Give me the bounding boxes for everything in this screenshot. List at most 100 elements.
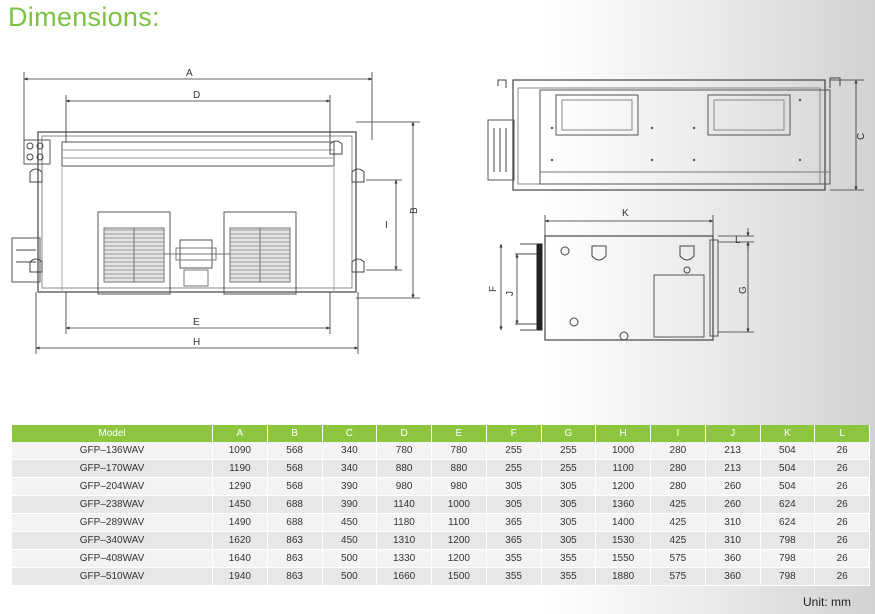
dimension-cell: 425 [650, 495, 706, 514]
dimension-cell: 26 [814, 477, 870, 496]
dimension-cell: 504 [760, 477, 816, 496]
dim-label-f: F [488, 286, 499, 292]
dimension-cell: 1360 [595, 495, 651, 514]
dimension-cell: 500 [322, 567, 378, 586]
dimension-cell: 1940 [212, 567, 268, 586]
model-cell: GFP–289WAV [12, 513, 213, 532]
dimension-cell: 390 [322, 495, 378, 514]
dimension-cell: 425 [650, 531, 706, 550]
dimension-cell: 1090 [212, 442, 268, 460]
dimension-cell: 863 [267, 567, 323, 586]
dimension-cell: 798 [760, 549, 816, 568]
dimension-cell: 360 [705, 549, 761, 568]
unit-label: Unit: mm [803, 595, 851, 609]
dimension-cell: 1550 [595, 549, 651, 568]
dimension-cell: 980 [431, 477, 487, 496]
dimension-cell: 780 [376, 442, 432, 460]
dimension-cell: 1200 [595, 477, 651, 496]
model-cell: GFP–170WAV [12, 459, 213, 478]
side-view-dimensions [499, 215, 754, 333]
dimension-cell: 425 [650, 513, 706, 532]
column-header-d: D [376, 425, 432, 442]
column-header-c: C [322, 425, 378, 442]
front-view-dimensions [23, 72, 420, 354]
dim-label-e: E [193, 317, 200, 328]
dimension-cell: 575 [650, 567, 706, 586]
model-cell: GFP–204WAV [12, 477, 213, 496]
dimension-cell: 880 [376, 459, 432, 478]
dimension-cell: 280 [650, 459, 706, 478]
dimension-cell: 1490 [212, 513, 268, 532]
dimension-cell: 568 [267, 459, 323, 478]
dimension-cell: 1500 [431, 567, 487, 586]
column-header-h: H [595, 425, 651, 442]
dimension-cell: 1310 [376, 531, 432, 550]
dimension-cell: 280 [650, 477, 706, 496]
dimension-cell: 504 [760, 442, 816, 460]
column-header-e: E [431, 425, 487, 442]
dimension-cell: 1330 [376, 549, 432, 568]
dimension-cell: 255 [486, 459, 542, 478]
dimensions-table: Model A B C D E F G H I J K L GFP–136WAV… [12, 425, 870, 586]
dimension-cell: 390 [322, 477, 378, 496]
column-header-a: A [212, 425, 268, 442]
dimension-cell: 980 [376, 477, 432, 496]
dimension-cell: 1180 [376, 513, 432, 532]
dimension-cell: 450 [322, 513, 378, 532]
dimension-cell: 1530 [595, 531, 651, 550]
dimension-cell: 798 [760, 531, 816, 550]
model-cell: GFP–340WAV [12, 531, 213, 550]
dimension-cell: 305 [541, 477, 597, 496]
dim-label-j: J [505, 291, 516, 296]
model-cell: GFP–136WAV [12, 442, 213, 460]
dimension-cell: 1640 [212, 549, 268, 568]
dimension-cell: 213 [705, 442, 761, 460]
dimension-cell: 1200 [431, 531, 487, 550]
dimension-cell: 780 [431, 442, 487, 460]
dimension-cell: 26 [814, 531, 870, 550]
dimension-cell: 26 [814, 459, 870, 478]
dimension-drawings: A D E H B I C [11, 68, 867, 354]
model-cell: GFP–238WAV [12, 495, 213, 514]
model-cell: GFP–408WAV [12, 549, 213, 568]
dimension-cell: 26 [814, 442, 870, 460]
dimension-cell: 255 [486, 442, 542, 460]
dimension-cell: 688 [267, 495, 323, 514]
dimension-cell: 355 [541, 549, 597, 568]
table-header-row: Model A B C D E F G H I J K L [12, 425, 870, 442]
column-header-l: L [814, 425, 870, 442]
dimension-cell: 568 [267, 477, 323, 496]
dim-label-i: I [385, 220, 388, 231]
dimension-cell: 1450 [212, 495, 268, 514]
dimension-cell: 305 [486, 495, 542, 514]
dimension-cell: 688 [267, 513, 323, 532]
top-view [487, 77, 841, 191]
dim-label-a: A [186, 68, 193, 79]
dim-label-k: K [622, 208, 629, 219]
dimension-cell: 798 [760, 567, 816, 586]
dimension-cell: 1000 [431, 495, 487, 514]
dimension-cell: 213 [705, 459, 761, 478]
dimension-cell: 355 [486, 549, 542, 568]
column-header-i: I [650, 425, 706, 442]
dimension-cell: 340 [322, 459, 378, 478]
column-header-f: F [486, 425, 542, 442]
dimension-cell: 26 [814, 495, 870, 514]
dimension-cell: 504 [760, 459, 816, 478]
dimension-cell: 1290 [212, 477, 268, 496]
dimension-cell: 365 [486, 513, 542, 532]
column-header-g: G [541, 425, 597, 442]
dimension-cell: 26 [814, 513, 870, 532]
dimension-cell: 305 [486, 477, 542, 496]
column-header-j: J [705, 425, 761, 442]
dimension-cell: 624 [760, 513, 816, 532]
dimension-cell: 305 [541, 513, 597, 532]
